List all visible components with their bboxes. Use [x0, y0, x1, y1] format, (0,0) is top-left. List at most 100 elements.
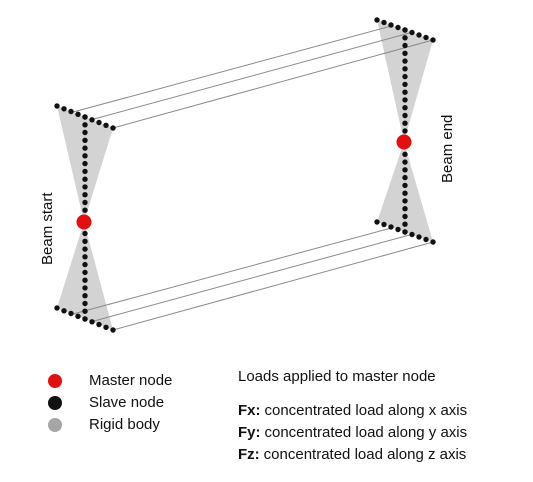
slave-node [409, 231, 415, 238]
slave-node [388, 224, 394, 230]
legend-item-master: Master node [44, 370, 244, 392]
slave-node [416, 234, 422, 240]
slave-node [82, 254, 88, 260]
loads-title: Loads applied to master node [238, 368, 436, 385]
slave-node [402, 198, 408, 204]
legend-item-slave: Slave node [44, 392, 244, 414]
loads-panel: Loads applied to master node Fx:concentr… [238, 366, 528, 466]
slave-node-marker-icon [48, 396, 62, 410]
load-fy-key: Fy: [238, 424, 261, 441]
slave-node [96, 119, 102, 126]
slave-node [402, 128, 408, 134]
slave-node [96, 321, 102, 328]
rigid-body-start-bottom [57, 222, 113, 330]
slave-node [82, 184, 88, 190]
slave-node [103, 324, 109, 330]
slave-node [381, 221, 387, 228]
slave-node [402, 105, 408, 111]
slave-node [82, 316, 88, 322]
slave-node [374, 219, 380, 225]
slave-node [82, 145, 88, 151]
slave-node [402, 174, 408, 181]
slave-node [75, 111, 81, 118]
slave-node [61, 106, 67, 112]
slave-node [82, 308, 88, 314]
legend: Master node Slave node Rigid body [44, 370, 244, 436]
beam-diagram: Beam start Beam end [39, 17, 456, 333]
beam-end-label: Beam end [439, 115, 456, 183]
slave-node [402, 151, 408, 157]
slave-nodes-layer [54, 17, 436, 333]
slave-node [402, 35, 408, 41]
slave-node [388, 22, 394, 28]
slave-node [82, 238, 88, 244]
beam-edge-line [91, 31, 412, 121]
slave-node [82, 293, 88, 299]
slave-node [402, 81, 408, 88]
slave-node [402, 112, 408, 119]
load-fy: Fy:concentrated load along y axis [238, 422, 528, 444]
load-fz: Fz:concentrated load along z axis [238, 444, 528, 466]
master-node-marker-icon [48, 374, 62, 388]
slave-node [402, 58, 408, 64]
slave-node [82, 246, 88, 252]
slave-node [395, 226, 401, 233]
legend-slave-label: Slave node [89, 394, 165, 411]
slave-node [82, 300, 88, 307]
slave-node [416, 32, 422, 38]
slave-node [82, 176, 88, 182]
beam-edge-line [72, 227, 393, 315]
beam-edge-line [112, 241, 434, 331]
legend-rigid-label: Rigid body [89, 416, 160, 433]
beam-edge-line [72, 25, 393, 113]
slave-node [402, 42, 408, 49]
slave-node [82, 269, 88, 276]
beam-edges-layer [72, 25, 434, 331]
master-node-start [76, 214, 92, 230]
load-fy-text: concentrated load along y axis [264, 424, 468, 441]
slave-node [89, 117, 95, 123]
slave-node [423, 236, 429, 243]
legend-master-label: Master node [89, 372, 173, 389]
slave-node [402, 66, 408, 72]
beam-edge-line [91, 233, 412, 323]
slave-node [82, 207, 88, 213]
slave-node [402, 73, 408, 80]
slave-node [402, 50, 408, 56]
slave-node [374, 17, 380, 23]
slave-node [402, 159, 408, 165]
slave-node [68, 310, 74, 317]
slave-node [82, 199, 88, 206]
master-nodes-layer [76, 134, 412, 230]
slave-node [110, 327, 116, 333]
slave-node [82, 137, 88, 143]
slave-node [54, 103, 60, 109]
load-fx-text: concentrated load along x axis [264, 402, 468, 419]
slave-node [402, 229, 408, 235]
slave-node [61, 308, 67, 314]
slave-node [82, 192, 88, 198]
slave-node [110, 125, 116, 131]
beam-start-label: Beam start [39, 192, 56, 265]
slave-node [402, 182, 408, 189]
load-fx: Fx:concentrated load along x axis [238, 400, 528, 422]
slave-node [402, 206, 408, 212]
slave-node [402, 97, 408, 103]
slave-node [75, 313, 81, 319]
slave-node [103, 122, 109, 128]
load-fx-key: Fx: [238, 402, 261, 419]
slave-node [82, 114, 88, 120]
slave-node [82, 285, 88, 291]
legend-item-rigid: Rigid body [44, 414, 244, 436]
rigid-body-marker-icon [48, 418, 62, 432]
slave-node [381, 19, 387, 26]
slave-node [402, 190, 408, 196]
slave-node [82, 129, 88, 136]
slave-node [402, 120, 408, 126]
master-node-end [396, 134, 412, 150]
slave-node [82, 277, 88, 283]
load-fz-key: Fz: [238, 446, 260, 463]
slave-node [68, 108, 74, 115]
slave-node [402, 27, 408, 33]
rigid-body-layer [57, 20, 433, 330]
